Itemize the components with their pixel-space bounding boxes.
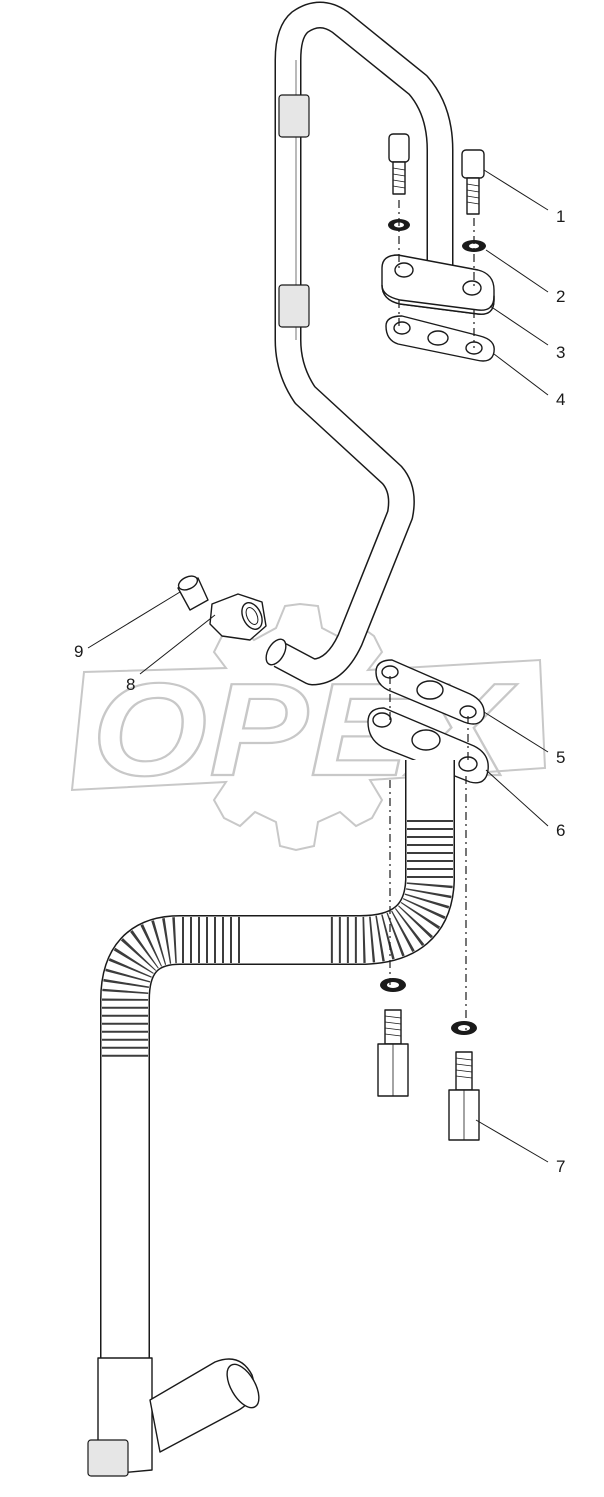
lower-drain-hose [87,760,455,1477]
lower-flange [367,707,489,784]
upper-gasket [385,315,495,362]
callout-7: 7 [556,1157,565,1176]
callout-6: 6 [556,821,565,840]
leader-lines [87,169,549,1163]
watermark-gear [70,602,547,852]
upper-bolt-right [461,149,486,252]
callout-8: 8 [126,675,135,694]
callout-labels: 1 2 3 4 5 6 7 8 9 [74,207,565,1176]
upper-flange [381,254,495,315]
olive-ring [177,575,209,611]
pipe-sleeve-upper [278,94,310,138]
assembly-center-lines [389,200,475,1030]
callout-1: 1 [556,207,565,226]
callout-4: 4 [556,390,565,409]
stud-left [377,978,409,1097]
callout-9: 9 [74,642,83,661]
lower-gasket [375,659,485,725]
upper-bolt-left [388,133,410,231]
callout-5: 5 [556,748,565,767]
callout-2: 2 [556,287,565,306]
callout-3: 3 [556,343,565,362]
stud-right [448,1021,480,1141]
upper-oil-pipe [265,1,454,686]
pipe-sleeve-lower [278,284,310,328]
watermark-logo: OPEX [70,602,547,852]
union-nut [209,593,267,641]
